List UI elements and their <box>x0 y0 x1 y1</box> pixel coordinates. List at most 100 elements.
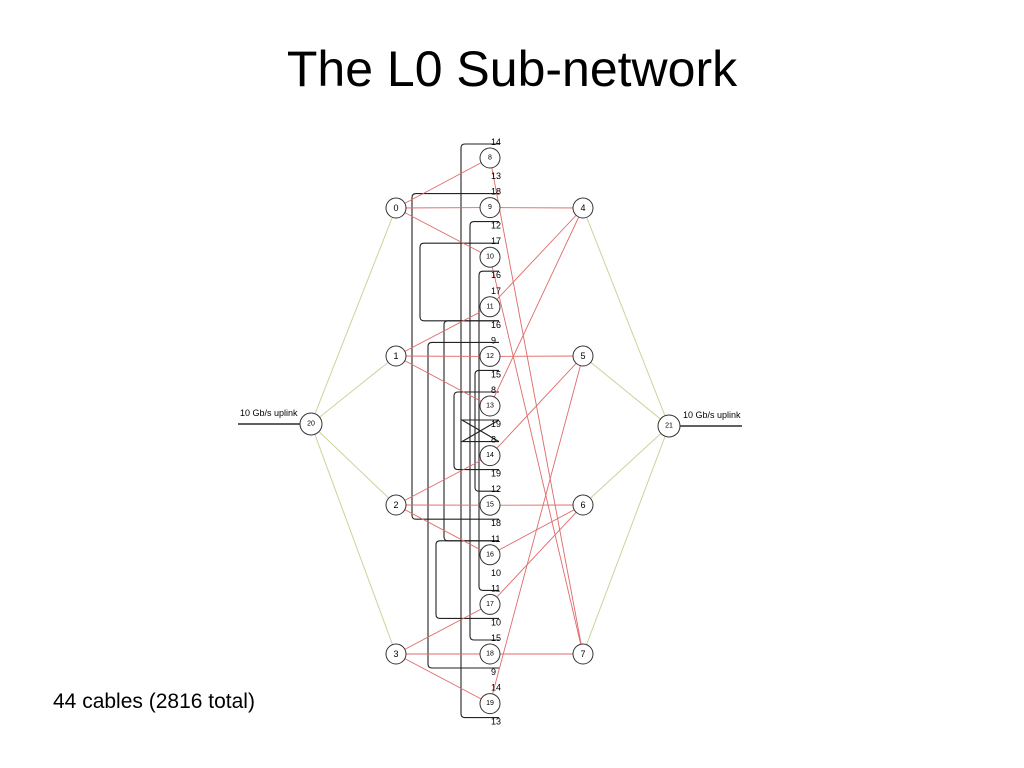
switch-label: 9 <box>488 204 492 211</box>
switch-circle <box>479 494 501 516</box>
port-label: 16 <box>491 270 501 280</box>
switch-label: 5 <box>580 351 585 361</box>
cross-link <box>489 207 584 407</box>
switch-node-13: 13 <box>479 395 501 417</box>
switch-label: 21 <box>665 423 673 430</box>
switch-circle <box>479 593 501 615</box>
spine-link <box>582 425 670 655</box>
switch-circle <box>479 395 501 417</box>
port-label: 17 <box>491 236 501 246</box>
switch-circle <box>479 643 501 665</box>
loop-cable <box>478 270 499 591</box>
port-label: 11 <box>491 534 500 544</box>
loop-cables <box>411 143 500 719</box>
switch-node-18: 18 <box>479 643 501 665</box>
switch-label: 6 <box>580 500 585 510</box>
switch-node-6: 6 <box>572 494 594 516</box>
switch-node-0: 0 <box>385 197 407 219</box>
switch-label: 10 <box>486 254 494 261</box>
port-label: 18 <box>491 187 501 197</box>
loop-cable <box>474 369 499 492</box>
switch-label: 3 <box>393 649 398 659</box>
switch-circle <box>385 494 407 516</box>
spine-link <box>310 423 397 655</box>
switch-circle <box>572 345 594 367</box>
switch-label: 4 <box>580 203 585 213</box>
switch-circle <box>479 345 501 367</box>
switch-circle <box>657 414 681 438</box>
spine-link <box>582 355 670 427</box>
slide-title: The L0 Sub-network <box>286 41 738 97</box>
port-label: 17 <box>491 286 501 296</box>
cross-link <box>395 604 491 655</box>
switch-node-1: 1 <box>385 345 407 367</box>
port-labels: 1413181217161716915819819121811101110159… <box>240 137 741 727</box>
switch-node-2: 2 <box>385 494 407 516</box>
loop-cable <box>460 143 499 719</box>
switch-label: 19 <box>486 700 494 707</box>
switch-circle <box>479 693 501 715</box>
port-label: 13 <box>491 171 501 181</box>
switch-circle <box>479 445 501 467</box>
switch-circle <box>385 345 407 367</box>
switch-node-4: 4 <box>572 197 594 219</box>
port-label: 18 <box>491 518 501 528</box>
port-label: 10 <box>491 617 501 627</box>
spine-link <box>310 355 397 425</box>
switch-label: 20 <box>307 421 315 428</box>
switch-label: 15 <box>486 502 494 509</box>
switch-node-8: 8 <box>479 147 501 169</box>
switch-node-5: 5 <box>572 345 594 367</box>
cross-link <box>395 157 491 209</box>
spine-link <box>582 207 670 427</box>
cross-link <box>395 207 491 258</box>
port-label: 14 <box>491 683 501 693</box>
switch-label: 2 <box>393 500 398 510</box>
cross-link <box>395 653 491 704</box>
switch-label: 18 <box>486 651 494 658</box>
spine-link <box>310 423 397 506</box>
uplink-label-right: 10 Gb/s uplink <box>683 410 741 420</box>
port-label: 12 <box>491 484 501 494</box>
cross-link <box>395 355 491 407</box>
port-label: 9 <box>491 667 496 677</box>
switch-circle <box>479 147 501 169</box>
port-label: 15 <box>491 633 501 643</box>
switch-node-17: 17 <box>479 593 501 615</box>
switch-node-19: 19 <box>479 693 501 715</box>
cross-link <box>489 504 584 556</box>
cross-link <box>395 455 491 506</box>
switch-node-21: 21 <box>657 414 681 438</box>
switch-label: 0 <box>393 203 398 213</box>
switch-label: 7 <box>580 649 585 659</box>
port-label: 19 <box>491 419 501 429</box>
loop-cable <box>419 242 499 322</box>
loop-cable <box>435 540 499 619</box>
cross-links <box>395 157 584 704</box>
switch-label: 16 <box>486 551 494 558</box>
switch-circle <box>385 643 407 665</box>
port-label: 12 <box>491 221 501 231</box>
switch-node-20: 20 <box>299 412 323 436</box>
uplink-lines <box>238 423 742 427</box>
port-label: 9 <box>491 335 496 345</box>
spine-links <box>310 207 670 655</box>
cross-link <box>395 306 491 357</box>
switch-label: 13 <box>486 403 494 410</box>
spine-link <box>310 207 397 425</box>
cross-link <box>489 257 584 655</box>
port-label: 8 <box>491 435 496 445</box>
switch-node-3: 3 <box>385 643 407 665</box>
loop-cable <box>453 391 499 471</box>
switch-node-11: 11 <box>479 296 501 318</box>
loop-cable <box>443 320 499 542</box>
switch-circle <box>572 643 594 665</box>
loop-cable <box>459 419 500 443</box>
port-label: 19 <box>491 469 501 479</box>
port-label: 14 <box>491 137 501 147</box>
port-label: 11 <box>491 583 500 593</box>
port-label: 15 <box>491 369 501 379</box>
switch-circle <box>479 197 501 219</box>
port-label: 8 <box>491 385 496 395</box>
